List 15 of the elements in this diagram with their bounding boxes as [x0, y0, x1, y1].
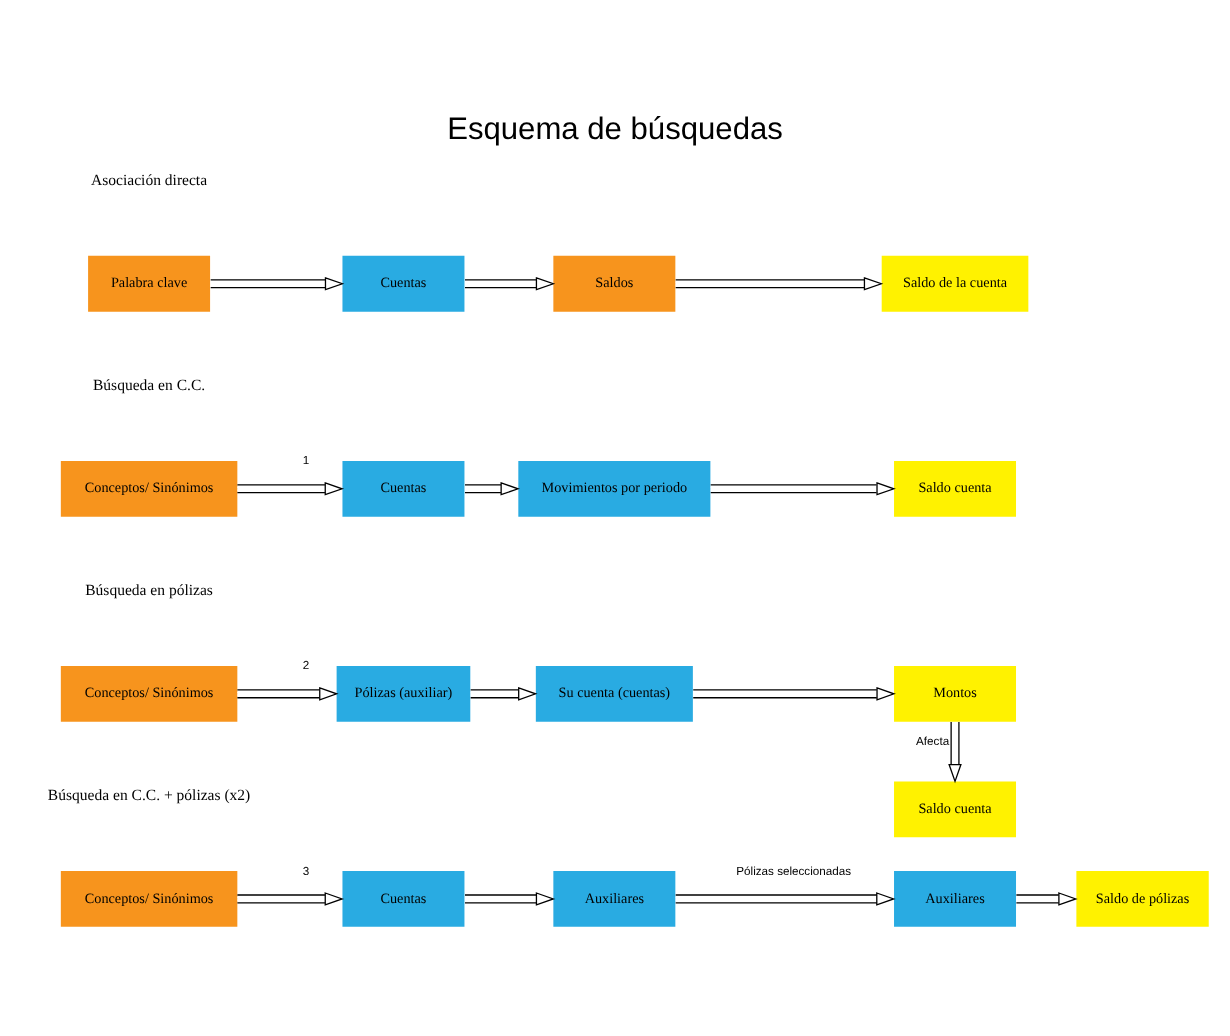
- arrow: [464, 892, 556, 906]
- arrow: [675, 276, 884, 291]
- arrow: [948, 721, 962, 784]
- arrow: [464, 481, 520, 496]
- arrow: [464, 276, 556, 291]
- arrow: [1015, 892, 1078, 906]
- arrow: [470, 687, 538, 701]
- arrow: [236, 687, 339, 701]
- arrow: [710, 481, 896, 496]
- arrow: [236, 892, 345, 906]
- arrow: [210, 276, 345, 291]
- arrow: [675, 892, 896, 906]
- arrow: [692, 687, 896, 701]
- diagram-title: Esquema de búsquedas: [447, 113, 783, 148]
- arrow: [236, 481, 345, 496]
